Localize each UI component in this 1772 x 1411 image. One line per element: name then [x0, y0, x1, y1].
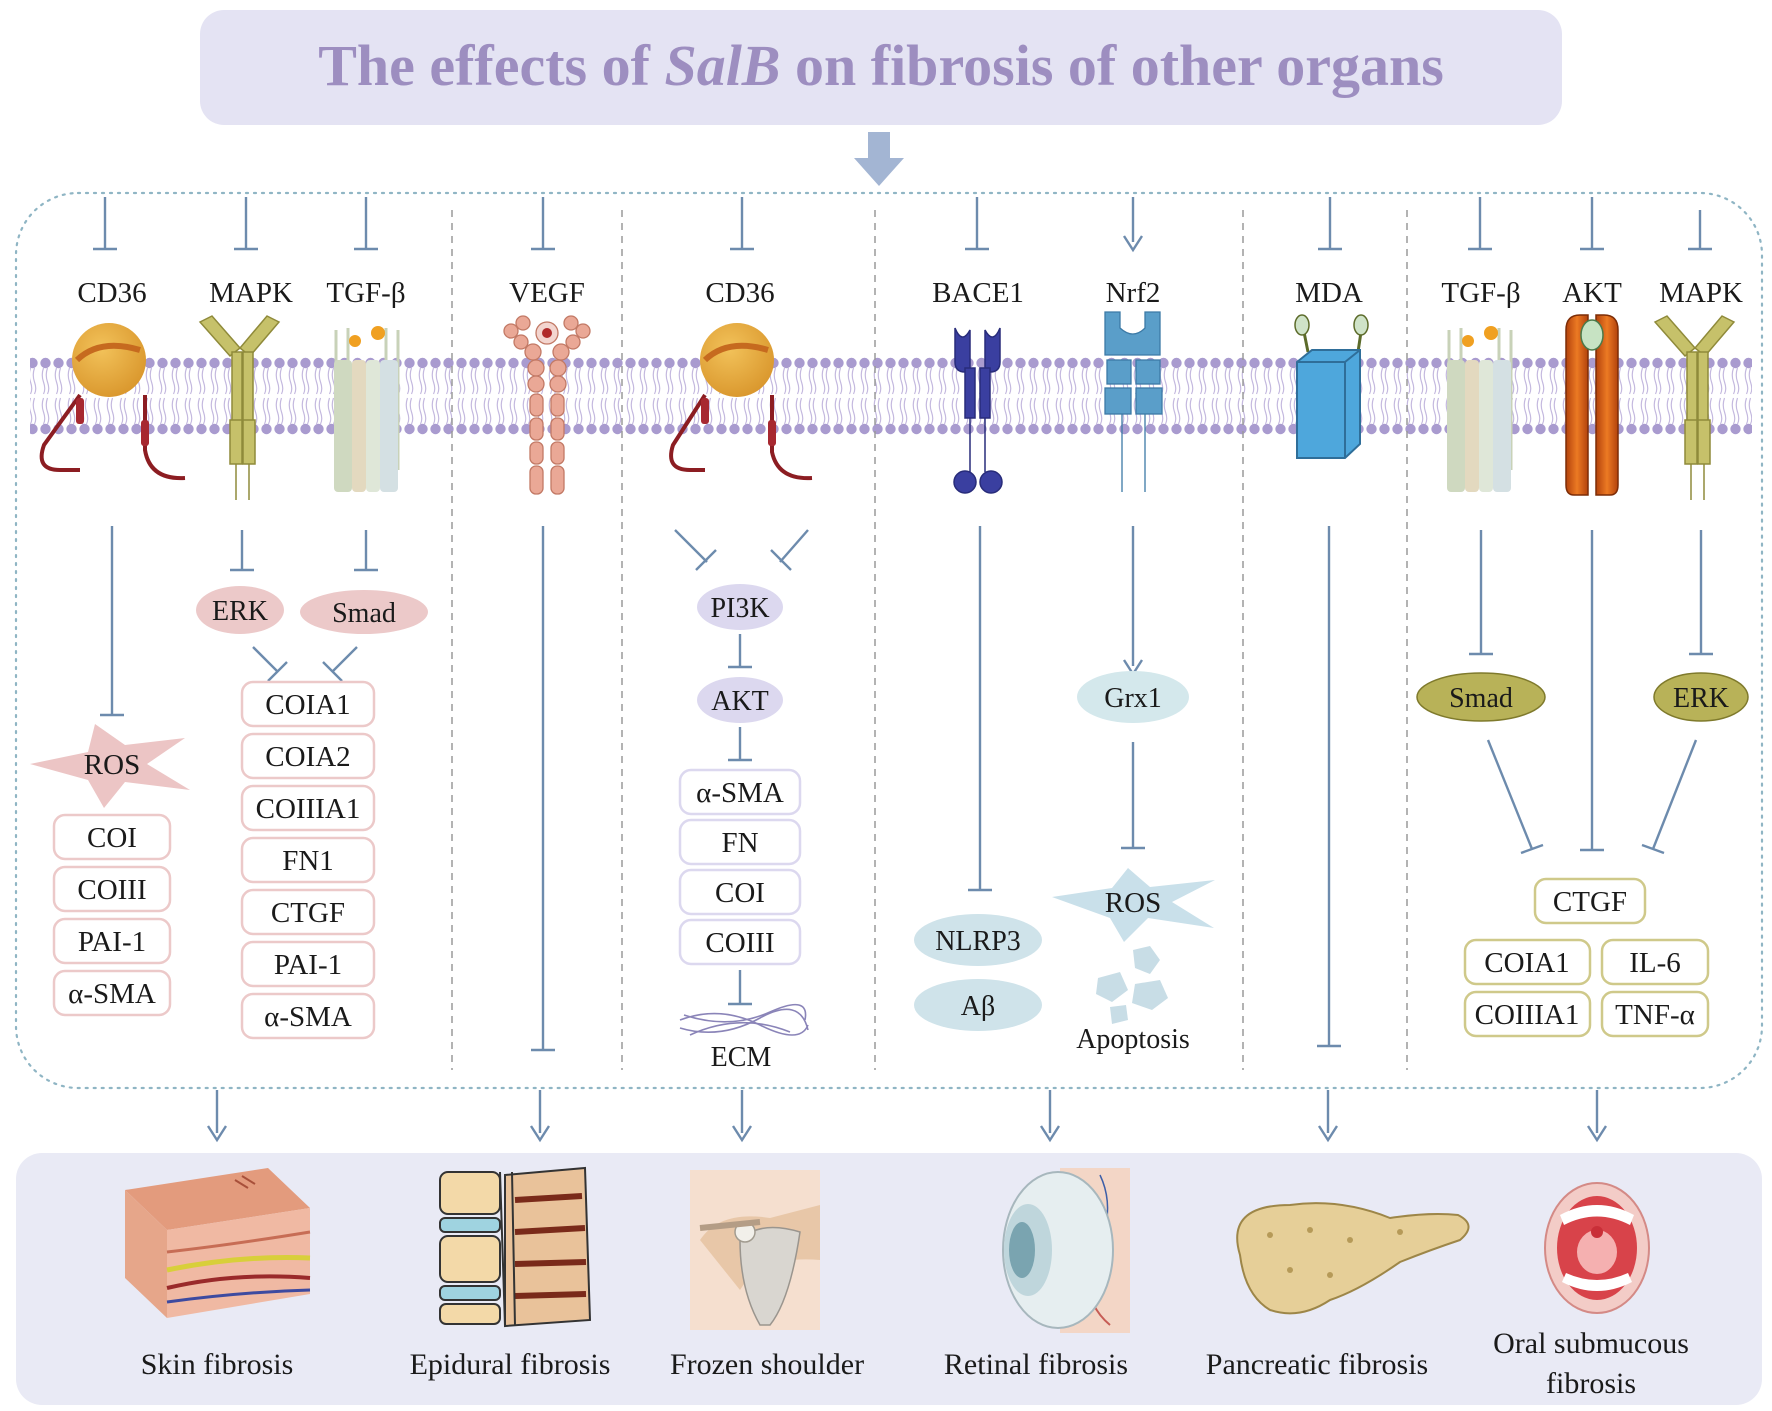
marker-pai1-right: PAI-1 — [274, 949, 342, 981]
receptor-label-akt: AKT — [1562, 277, 1622, 309]
marker-asma: α-SMA — [68, 978, 156, 1010]
abeta-label: Aβ — [961, 991, 995, 1022]
marker-tnfa: TNF-α — [1615, 999, 1695, 1031]
skin-left-markers: COI COIII PAI-1 α-SMA — [52, 813, 172, 1017]
marker-coiii-shoulder: COIII — [705, 927, 774, 959]
tgfb-receptor-icon — [334, 326, 400, 492]
marker-asma-right: α-SMA — [264, 1001, 352, 1033]
spine-icon — [439, 1166, 592, 1328]
marker-asma-shoulder: α-SMA — [696, 777, 784, 809]
organ-label-pancreatic: Pancreatic fibrosis — [1206, 1348, 1428, 1381]
top-arrows — [93, 197, 1712, 253]
marker-fn1: FN1 — [282, 845, 334, 877]
marker-ctgf: CTGF — [271, 897, 345, 929]
skin-right-markers: COIA1 COIA2 COIIIA1 FN1 CTGF PAI-1 α-SMA — [240, 680, 376, 1040]
receptor-label-mapk-oral: MAPK — [1659, 277, 1743, 309]
receptor-label-nrf2: Nrf2 — [1106, 277, 1161, 309]
receptor-label-tgfb-oral: TGF-β — [1441, 277, 1520, 309]
receptor-label-mapk: MAPK — [209, 277, 293, 309]
marker-pai1: PAI-1 — [78, 926, 146, 958]
organ-label-shoulder: Frozen shoulder — [670, 1348, 864, 1381]
ros-star-skin — [30, 724, 190, 808]
organ-label-skin: Skin fibrosis — [141, 1348, 294, 1381]
marker-coia1: COIA1 — [265, 689, 350, 721]
receptor-label-tgfb: TGF-β — [326, 277, 405, 309]
cd36-receptor-icon — [39, 323, 186, 481]
down-arrow-icon — [854, 132, 904, 186]
mda-receptor-icon — [1294, 314, 1369, 459]
ros-label-skin: ROS — [84, 749, 140, 781]
akt-receptor-icon — [1565, 314, 1619, 496]
page-title: The effects of SalB on fibrosis of other… — [318, 33, 1444, 98]
shoulder-markers: α-SMA FN COI COIII — [678, 768, 802, 966]
oral-markers: CTGF COIA1 IL-6 COIIIA1 TNF-α — [1463, 877, 1710, 1038]
marker-coiiia1-oral: COIIIA1 — [1475, 999, 1580, 1031]
apoptosis-label: Apoptosis — [1076, 1024, 1190, 1055]
pathway-container — [14, 191, 1764, 1090]
erk-label: ERK — [212, 596, 268, 627]
organ-label-oral-line2: fibrosis — [1546, 1367, 1636, 1400]
marker-coia1-oral: COIA1 — [1484, 947, 1569, 979]
receptor-label-cd36-shoulder: CD36 — [705, 277, 774, 309]
nlrp3-label: NLRP3 — [935, 926, 1021, 957]
shoulder-icon — [690, 1170, 820, 1330]
apoptosis-icon — [1096, 946, 1168, 1024]
vegf-receptor-icon — [503, 315, 591, 495]
ecm-label: ECM — [711, 1042, 772, 1073]
open-mouth-icon — [1544, 1182, 1650, 1314]
marker-il6: IL-6 — [1629, 947, 1681, 979]
skin-section-icon — [125, 1168, 311, 1318]
bace1-receptor-icon — [953, 327, 1003, 494]
organ-arrows — [206, 1090, 1608, 1143]
receptor-label-vegf: VEGF — [509, 277, 585, 309]
organ-label-epidural: Epidural fibrosis — [410, 1348, 611, 1381]
nrf2-receptor-icon — [1104, 311, 1163, 492]
ros-label-retinal: ROS — [1105, 887, 1161, 919]
marker-coia2: COIA2 — [265, 741, 350, 773]
akt-label: AKT — [711, 686, 769, 717]
panel-dividers — [451, 210, 1408, 1070]
mapk-receptor-icon — [198, 315, 281, 500]
mapk-receptor-icon-oral — [1653, 315, 1736, 500]
mediator-nodes — [196, 584, 1749, 1031]
marker-coi: COI — [87, 822, 137, 854]
eye-icon — [1002, 1168, 1130, 1333]
smad-label: Smad — [332, 598, 396, 629]
pancreas-icon — [1236, 1202, 1470, 1315]
organ-label-oral-line1: Oral submucous — [1493, 1327, 1689, 1360]
receptor-label-bace1: BACE1 — [932, 277, 1024, 309]
cd36-receptor-icon-shoulder — [669, 323, 813, 481]
organ-label-retinal: Retinal fibrosis — [944, 1348, 1128, 1381]
grx1-label: Grx1 — [1104, 683, 1162, 714]
smad-label-oral: Smad — [1449, 683, 1513, 714]
receptor-label-mda: MDA — [1295, 277, 1363, 309]
tgfb-receptor-icon-oral — [1447, 326, 1513, 492]
ecm-fibers-icon — [679, 1003, 809, 1036]
receptor-label-cd36: CD36 — [77, 277, 146, 309]
pi3k-label: PI3K — [710, 593, 769, 624]
ros-star-retinal — [1052, 868, 1215, 942]
marker-coi-shoulder: COI — [715, 877, 765, 909]
title-banner — [200, 10, 1562, 125]
marker-ctgf-oral: CTGF — [1553, 886, 1627, 918]
erk-label-oral: ERK — [1673, 683, 1729, 714]
marker-coiiia1: COIIIA1 — [256, 793, 361, 825]
marker-coiii: COIII — [77, 874, 146, 906]
marker-fn: FN — [721, 827, 758, 859]
